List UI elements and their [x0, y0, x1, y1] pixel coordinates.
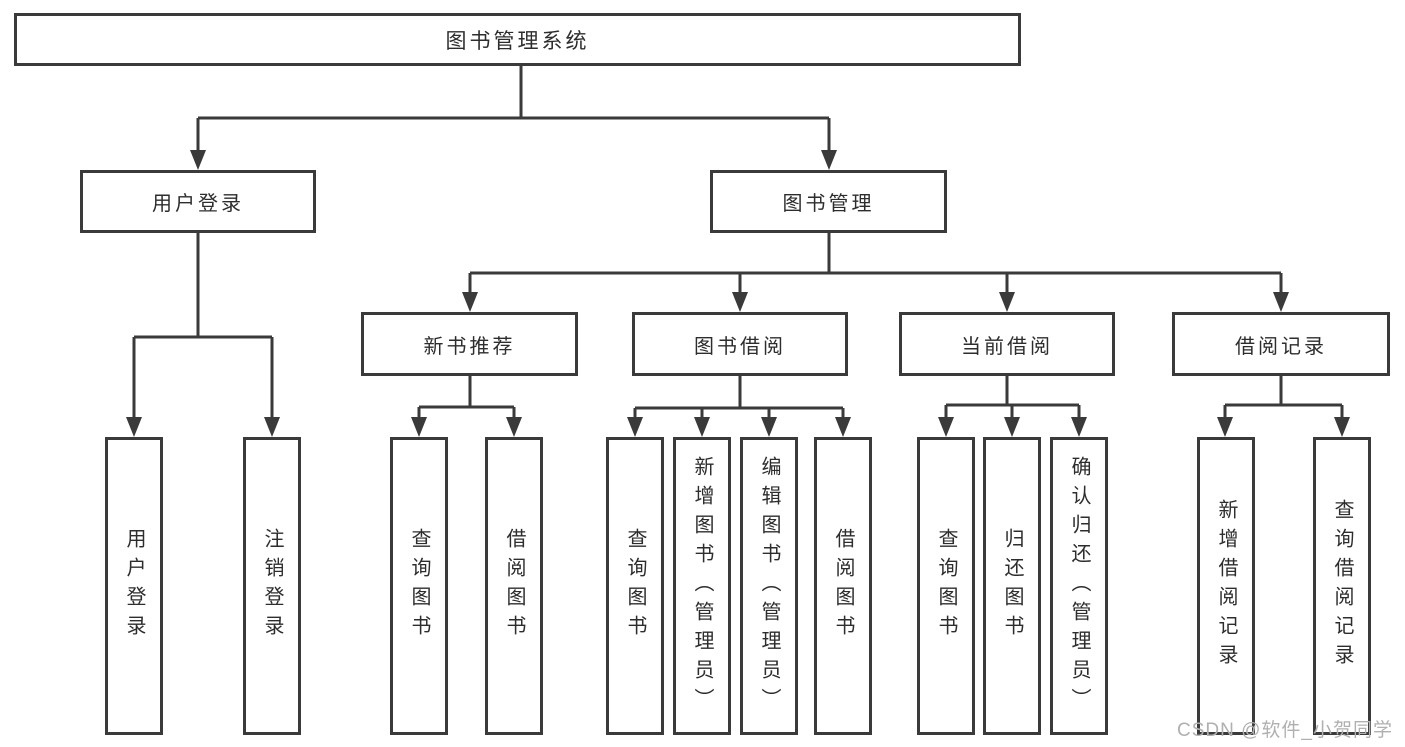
- node-library-management-system: 图书管理系统: [14, 13, 1021, 66]
- node-return-book: 归还图书: [983, 437, 1041, 735]
- node-new-book-recommend: 新书推荐: [361, 312, 578, 376]
- node-confirm-return-admin: 确认归还（管理员）: [1050, 437, 1108, 735]
- node-borrow-book-1: 借阅图书: [485, 437, 543, 735]
- node-borrow-records: 借阅记录: [1172, 312, 1390, 376]
- vbox-label: 查询借阅记录: [1331, 499, 1353, 673]
- node-user-login-leaf: 用户登录: [105, 437, 163, 735]
- vbox-label: 查询图书: [624, 528, 646, 644]
- node-current-borrowing: 当前借阅: [899, 312, 1115, 376]
- vbox-label: 归还图书: [1001, 528, 1023, 644]
- vbox-label: 用户登录: [123, 528, 145, 644]
- vbox-label: 注销登录: [261, 528, 283, 644]
- arrowheads: [126, 150, 1350, 437]
- vbox-label: 确认归还（管理员）: [1068, 455, 1090, 717]
- node-borrow-book-2: 借阅图书: [814, 437, 872, 735]
- node-query-book-2: 查询图书: [606, 437, 664, 735]
- node-book-management: 图书管理: [710, 170, 947, 233]
- node-logout: 注销登录: [243, 437, 301, 735]
- vbox-label: 新增图书（管理员）: [691, 455, 713, 717]
- vbox-label: 查询图书: [408, 528, 430, 644]
- vbox-label: 查询图书: [935, 528, 957, 644]
- vbox-label: 借阅图书: [832, 528, 854, 644]
- node-query-book-3: 查询图书: [917, 437, 975, 735]
- vbox-label: 借阅图书: [503, 528, 525, 644]
- node-add-book-admin: 新增图书（管理员）: [673, 437, 731, 735]
- node-query-borrow-record: 查询借阅记录: [1313, 437, 1371, 735]
- vbox-label: 新增借阅记录: [1215, 499, 1237, 673]
- vbox-label: 编辑图书（管理员）: [758, 455, 780, 717]
- node-query-book-1: 查询图书: [390, 437, 448, 735]
- node-edit-book-admin: 编辑图书（管理员）: [740, 437, 798, 735]
- node-book-borrowing: 图书借阅: [632, 312, 848, 376]
- node-add-borrow-record: 新增借阅记录: [1197, 437, 1255, 735]
- node-user-login: 用户登录: [80, 170, 316, 233]
- csdn-watermark: CSDN @软件_小贺同学: [1177, 720, 1393, 741]
